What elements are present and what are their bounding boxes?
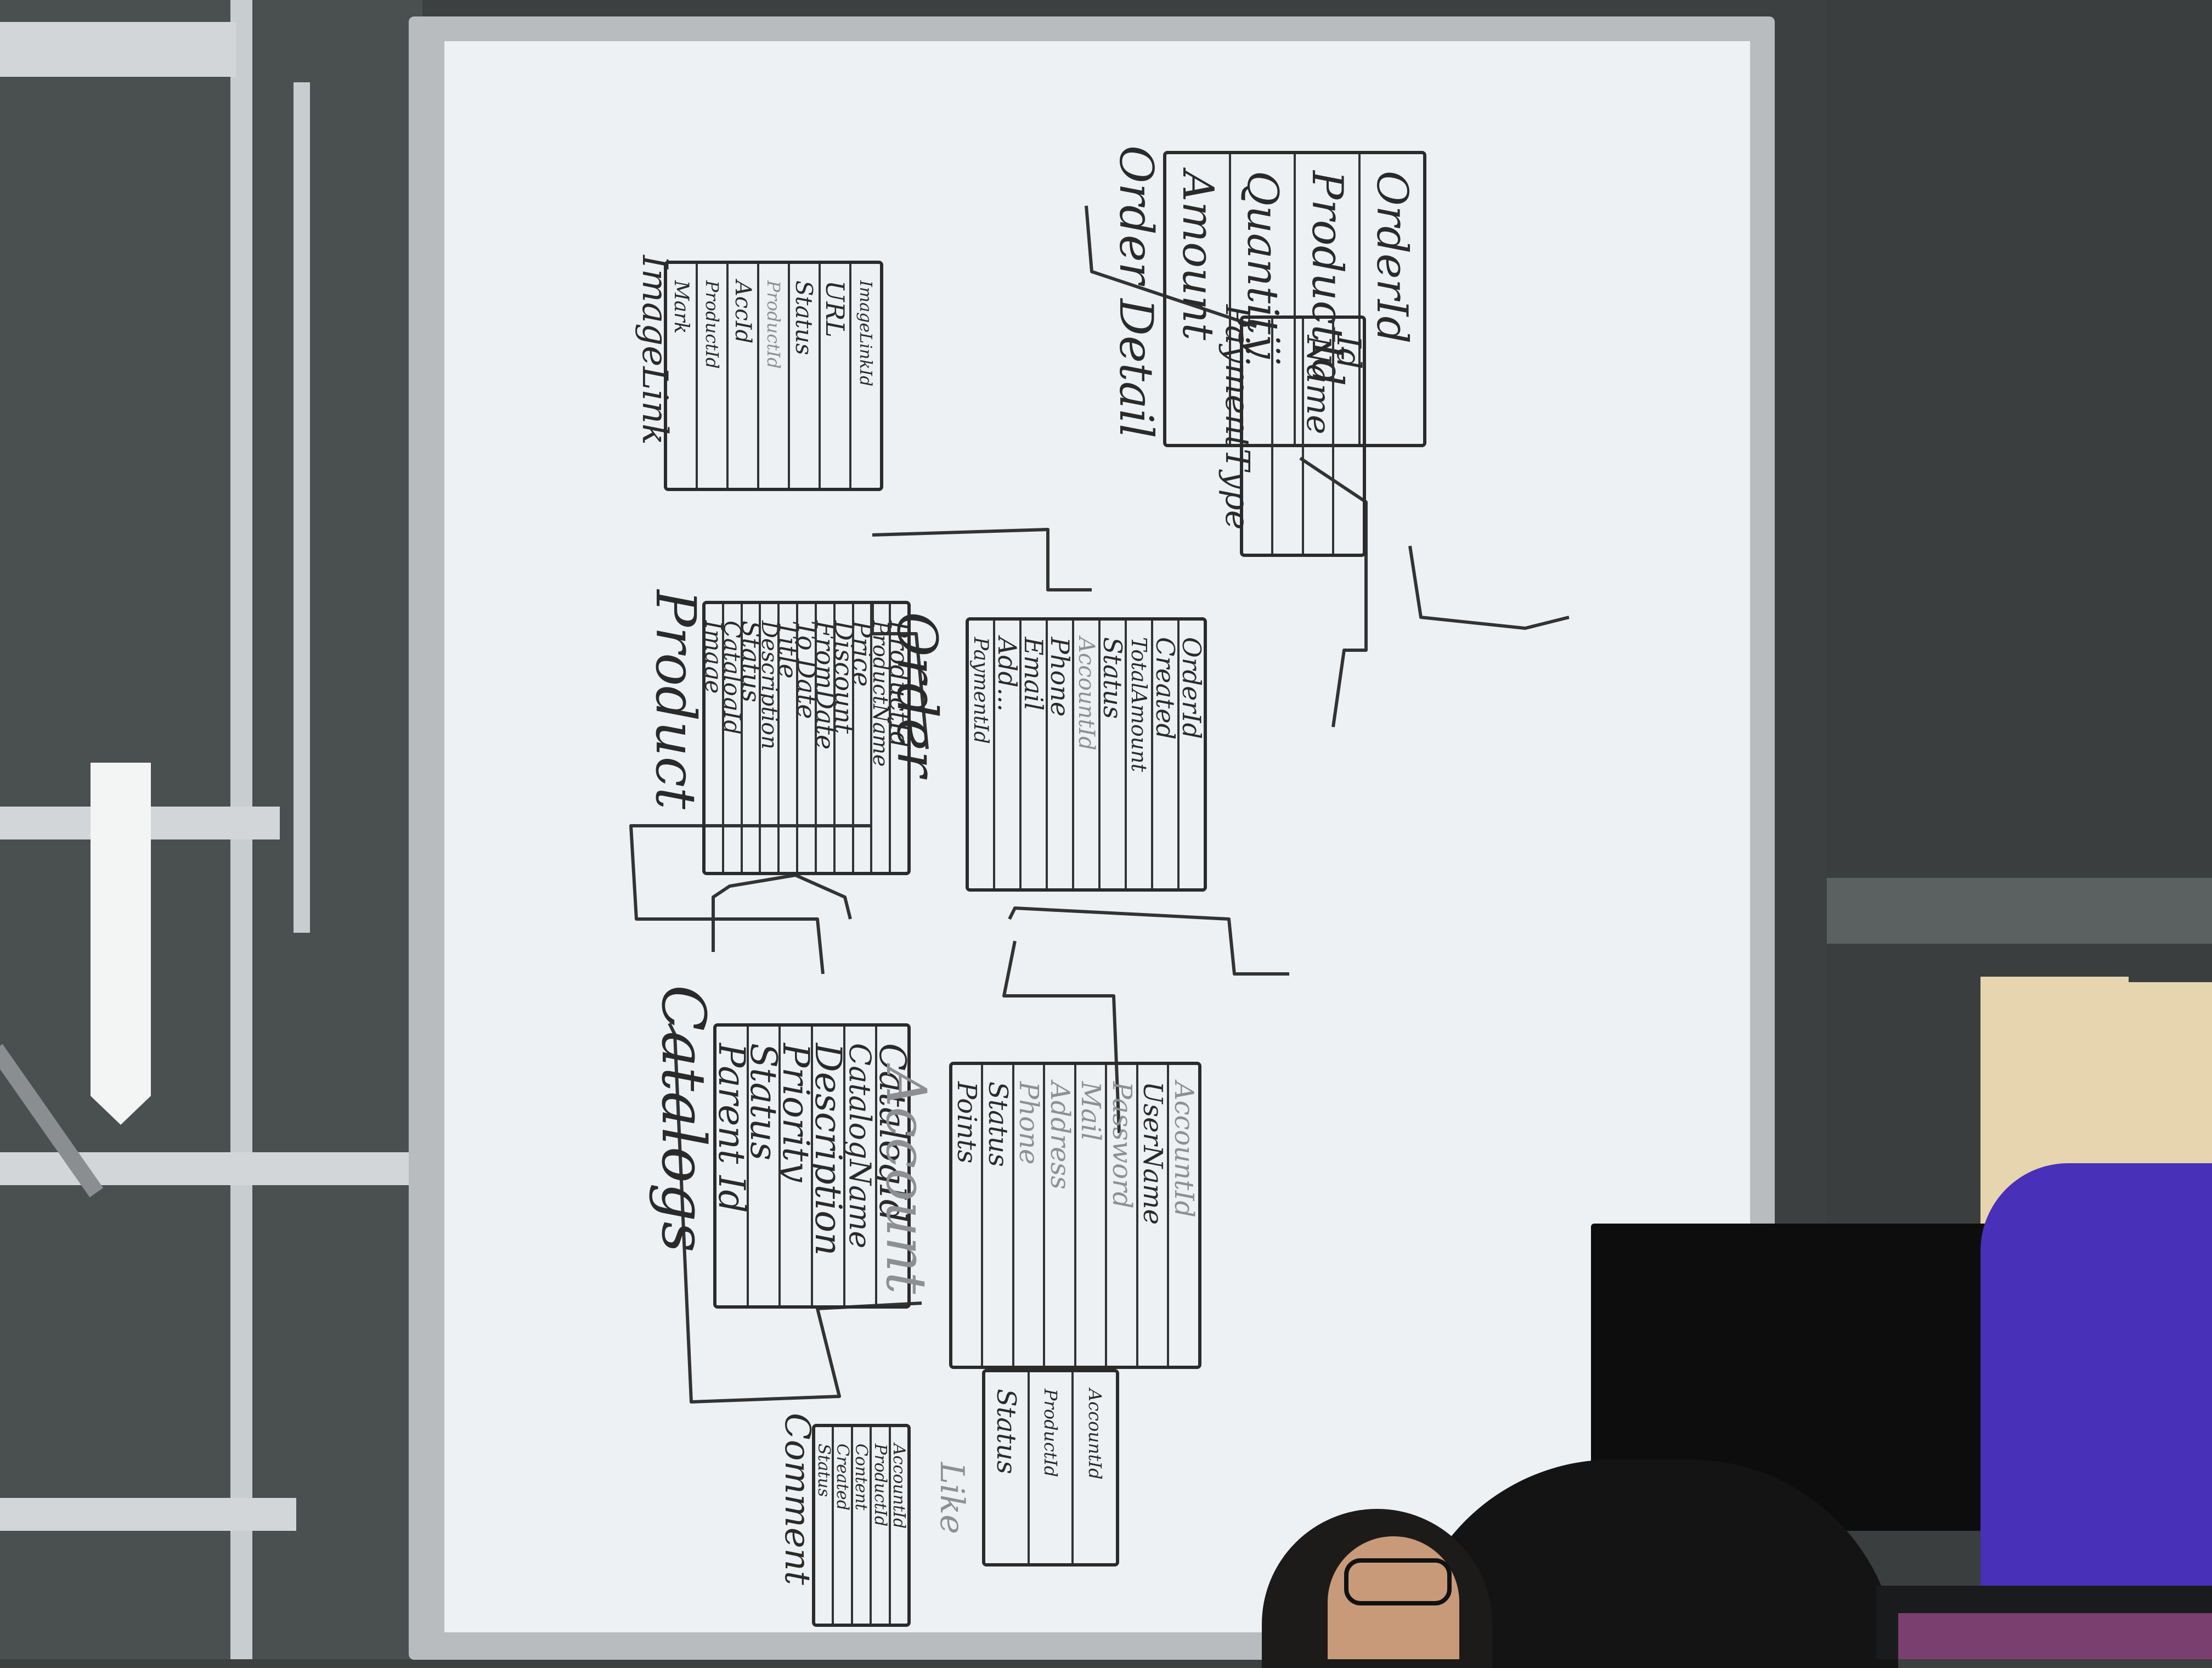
table-field: Created — [1151, 621, 1177, 888]
table-field: Phone — [1046, 621, 1072, 888]
table-field: Content — [850, 1427, 870, 1624]
table-field: ... — [1243, 335, 1272, 367]
table-field: OrderId — [1177, 621, 1204, 888]
image-product-link-2 — [1085, 205, 1257, 328]
table-title: Catalogs — [648, 985, 719, 1253]
table-field: Id — [1332, 319, 1363, 554]
paper-sheet — [91, 763, 151, 1125]
table-field: ProductId — [1027, 1372, 1072, 1563]
table-field: Status — [815, 1444, 832, 1497]
table-fields: Id Name ... ... — [1240, 315, 1366, 557]
table-field: Add... — [993, 621, 1019, 888]
payment-order-link — [1408, 545, 1570, 630]
monitor-screen — [1898, 1613, 2212, 1659]
comment-catalog-link — [668, 1022, 922, 1404]
table-field: UserName — [1136, 1065, 1167, 1366]
glasses — [1344, 1558, 1452, 1605]
table-field: Status — [981, 1065, 1012, 1366]
table-field: AccountId — [1071, 1372, 1116, 1563]
table-field: Created — [832, 1427, 851, 1624]
table-field: Parent Id — [716, 1043, 747, 1213]
table-field: Discount — [833, 604, 852, 872]
table-fields: AccountId UserName Password Mail Address… — [949, 1062, 1201, 1369]
table-field: AccountId — [888, 1427, 907, 1624]
table-fields: ImageLinkId URL Status ProductId AccId P… — [664, 261, 883, 491]
table-field: CatalogName — [843, 1027, 876, 1305]
table-field: Mail — [1074, 1065, 1105, 1366]
table-field: Password — [1105, 1065, 1136, 1366]
image-product-link — [872, 528, 1092, 591]
schema-diagram: Catalogs CatalogId CatalogName Descripti… — [444, 41, 1750, 1632]
table-field: Price — [851, 604, 871, 872]
table-title: Comment — [777, 1413, 817, 1585]
table-field: Description — [759, 604, 778, 872]
window-rail — [0, 22, 236, 77]
table-field: Description — [810, 1027, 843, 1305]
account-order-link — [1008, 906, 1289, 976]
table-field: Status — [1098, 621, 1125, 888]
table-field: To Date — [796, 604, 815, 872]
table-field: ProductId — [870, 1427, 889, 1624]
order-detail-link — [1299, 457, 1368, 728]
table-field: Status — [740, 604, 759, 872]
table-field: Address — [1043, 1065, 1074, 1366]
table-fields: AccountId ProductId Status — [982, 1369, 1119, 1566]
table-field: PaymentId — [969, 637, 992, 744]
table-field: Image — [706, 621, 722, 694]
table-title: Like — [933, 1462, 971, 1534]
table-field: URL — [819, 264, 849, 488]
table-field: AccountId — [1167, 1065, 1198, 1366]
window-rail — [0, 1498, 296, 1531]
product-catalog-link — [629, 824, 872, 974]
whiteboard: Catalogs CatalogId CatalogName Descripti… — [444, 41, 1750, 1632]
table-field: OrderId — [1358, 154, 1423, 444]
table-field: Mark — [670, 280, 693, 334]
catalog-product-link — [712, 874, 852, 952]
table-field: TotalAmount — [1125, 621, 1151, 888]
table-field: ... — [1271, 319, 1302, 554]
table-title: Account — [874, 1067, 938, 1294]
table-field: Title — [777, 604, 797, 872]
table-field: FromDate — [814, 604, 833, 872]
table-field: ProductId — [696, 264, 726, 488]
table-field: Email — [1019, 621, 1046, 888]
person-shirt — [1980, 1163, 2212, 1646]
table-field: Priority — [778, 1027, 811, 1305]
window-rail — [294, 82, 310, 933]
table-title: Product — [644, 590, 708, 809]
table-fields: OrderId Created TotalAmount Status Accou… — [966, 617, 1207, 892]
table-field: Name — [1302, 319, 1333, 554]
table-fields: ProductId ProductName Price Discount Fro… — [702, 601, 911, 875]
table-field: AccountId — [1072, 621, 1098, 888]
table-field: ProductId — [757, 264, 788, 488]
table-field: Status — [788, 264, 819, 488]
product-image-link — [871, 601, 929, 750]
table-fields: AccountId ProductId Content Created Stat… — [812, 1424, 911, 1627]
table-field: ImageLinkId — [849, 264, 880, 488]
relationship-lines — [629, 205, 1570, 1404]
account-comment-link — [1002, 940, 1121, 1134]
table-field: Points — [952, 1081, 981, 1164]
table-field: CatalogId — [721, 604, 741, 872]
table-field: Status — [746, 1027, 779, 1305]
table-title: Order — [885, 612, 949, 777]
table-field: AccId — [726, 264, 757, 488]
wall-trim — [1827, 878, 2212, 944]
table-field: Phone — [1012, 1065, 1043, 1366]
table-title: Order Detail — [1109, 145, 1163, 438]
table-field: Status — [991, 1389, 1022, 1474]
